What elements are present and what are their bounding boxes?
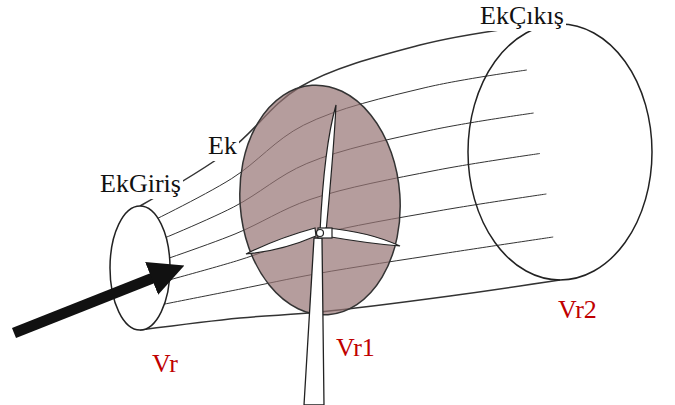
streamlines <box>140 27 560 330</box>
outlet-section <box>468 24 652 280</box>
blade <box>320 105 336 232</box>
wind-arrow <box>14 272 168 333</box>
velocity-label: Vr1 <box>334 334 377 363</box>
velocity-label: Vr2 <box>556 296 599 325</box>
blade <box>246 228 316 254</box>
energy-label: EkÇıkış <box>478 2 566 31</box>
hub <box>317 230 324 237</box>
energy-label: Ek <box>206 132 239 161</box>
velocity-label: Vr <box>150 350 180 379</box>
inlet-section <box>110 206 170 330</box>
energy-label: EkGiriş <box>98 170 183 199</box>
tower <box>304 238 324 405</box>
blade <box>325 228 400 246</box>
